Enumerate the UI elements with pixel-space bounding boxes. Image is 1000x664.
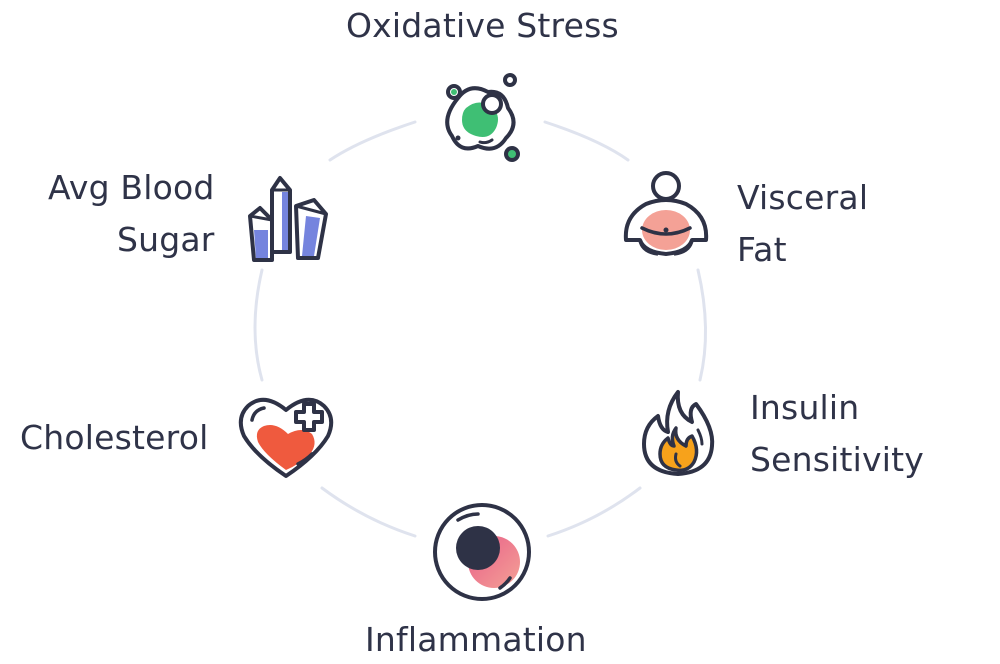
flame-icon xyxy=(642,390,715,476)
label-avg-blood-sugar: Avg Blood Sugar xyxy=(48,162,215,266)
ring-arc-top-left xyxy=(328,120,417,162)
label-line: Visceral xyxy=(737,178,869,217)
label-insulin-sensitivity: Insulin Sensitivity xyxy=(750,382,924,486)
label-cholesterol: Cholesterol xyxy=(20,412,208,464)
label-line: Cholesterol xyxy=(20,418,209,457)
cell-icon xyxy=(433,503,531,601)
ring-arc-right xyxy=(696,268,708,382)
label-line: Fat xyxy=(737,230,787,269)
label-line: Insulin xyxy=(750,388,860,427)
label-line: Sugar xyxy=(116,220,215,259)
belly-icon xyxy=(623,171,709,256)
label-line: Oxidative Stress xyxy=(346,6,619,45)
ring-arc-left xyxy=(253,268,264,382)
crystals-icon xyxy=(248,176,328,262)
ring-arc-top-right xyxy=(543,120,630,162)
label-line: Sensitivity xyxy=(750,440,924,479)
label-line: Inflammation xyxy=(365,620,587,659)
label-visceral-fat: Visceral Fat xyxy=(737,172,868,276)
ring-arc-bottom-left xyxy=(320,486,417,538)
ring-arc-bottom-right xyxy=(546,486,642,538)
label-inflammation: Inflammation xyxy=(365,614,587,664)
label-oxidative-stress: Oxidative Stress xyxy=(346,0,619,52)
label-line: Avg Blood xyxy=(48,168,215,207)
molecule-icon xyxy=(445,73,520,162)
heart-plus-icon xyxy=(238,398,334,478)
